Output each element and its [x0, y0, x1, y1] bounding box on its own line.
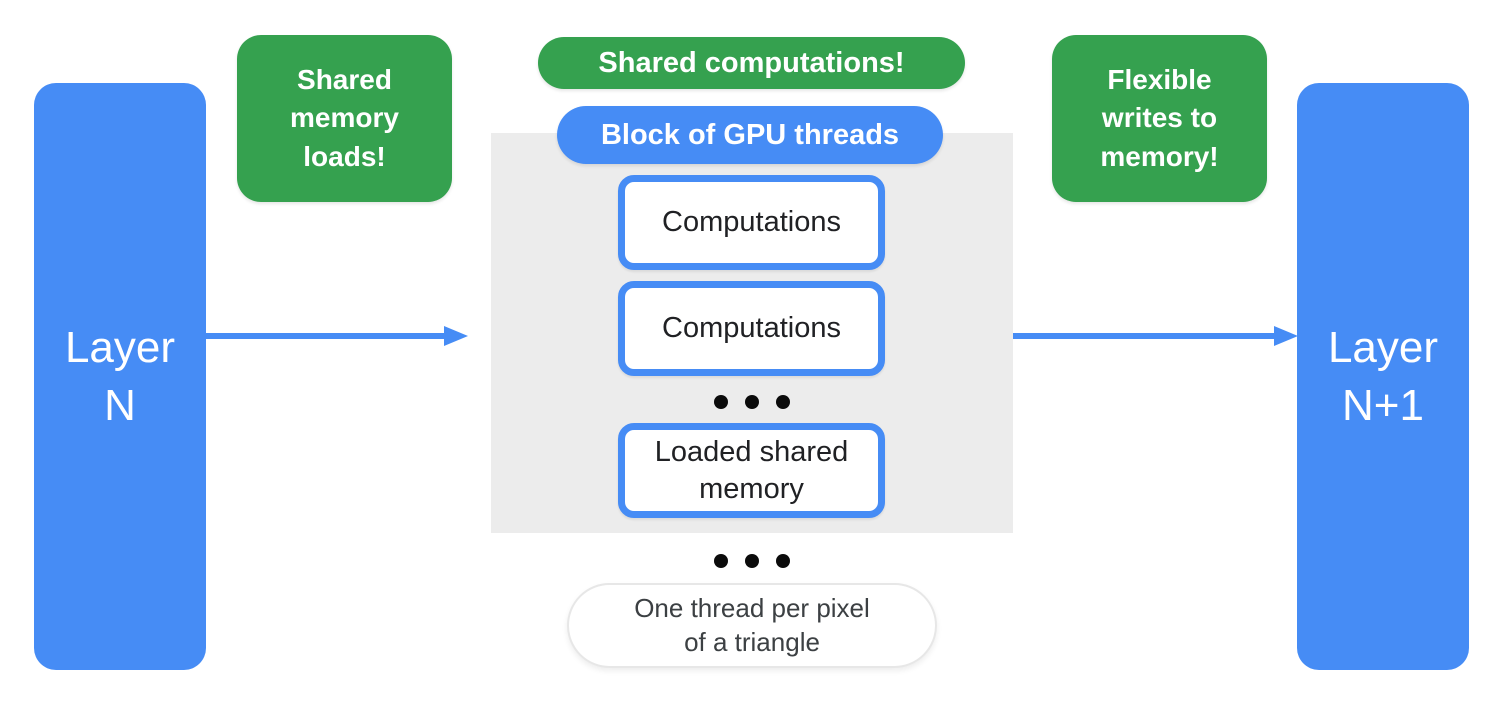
loaded-shared-memory-box: Loaded shared memory: [618, 423, 885, 518]
computations-label-1: Computations: [662, 206, 841, 239]
loaded-shared-memory-label: Loaded shared memory: [654, 436, 849, 505]
dot-icon: [745, 554, 759, 568]
shared-computations-pill: Shared computations!: [538, 37, 965, 89]
arrow-right-line: [1013, 333, 1274, 339]
layer-n-plus-1-label: Layer N+1: [1327, 323, 1439, 430]
computations-box-2: Computations: [618, 281, 885, 376]
dot-icon: [714, 554, 728, 568]
ellipsis-dots-below: [491, 554, 1013, 568]
flexible-writes-label: Flexible writes to memory!: [1100, 63, 1219, 172]
shared-computations-label: Shared computations!: [598, 46, 905, 79]
block-of-gpu-threads-pill: Block of GPU threads: [557, 106, 943, 164]
layer-n-plus-1-box: Layer N+1: [1297, 83, 1469, 670]
layer-n-box: Layer N: [34, 83, 206, 670]
one-thread-per-pixel-label: One thread per pixel of a triangle: [634, 592, 870, 657]
computations-box-1: Computations: [618, 175, 885, 270]
arrow-right-head-icon: [1274, 326, 1298, 346]
dot-icon: [714, 395, 728, 409]
dot-icon: [776, 554, 790, 568]
shared-memory-loads-label: Shared memory loads!: [290, 63, 399, 172]
computations-label-2: Computations: [662, 312, 841, 345]
arrow-left-head-icon: [444, 326, 468, 346]
layer-n-label: Layer N: [64, 323, 176, 430]
arrow-left-line: [206, 333, 444, 339]
shared-memory-loads-note: Shared memory loads!: [237, 35, 452, 202]
flexible-writes-note: Flexible writes to memory!: [1052, 35, 1267, 202]
dot-icon: [776, 395, 790, 409]
block-of-gpu-threads-label: Block of GPU threads: [600, 118, 900, 151]
one-thread-per-pixel-pill: One thread per pixel of a triangle: [567, 583, 937, 668]
ellipsis-dots-inside: [491, 395, 1013, 409]
dot-icon: [745, 395, 759, 409]
